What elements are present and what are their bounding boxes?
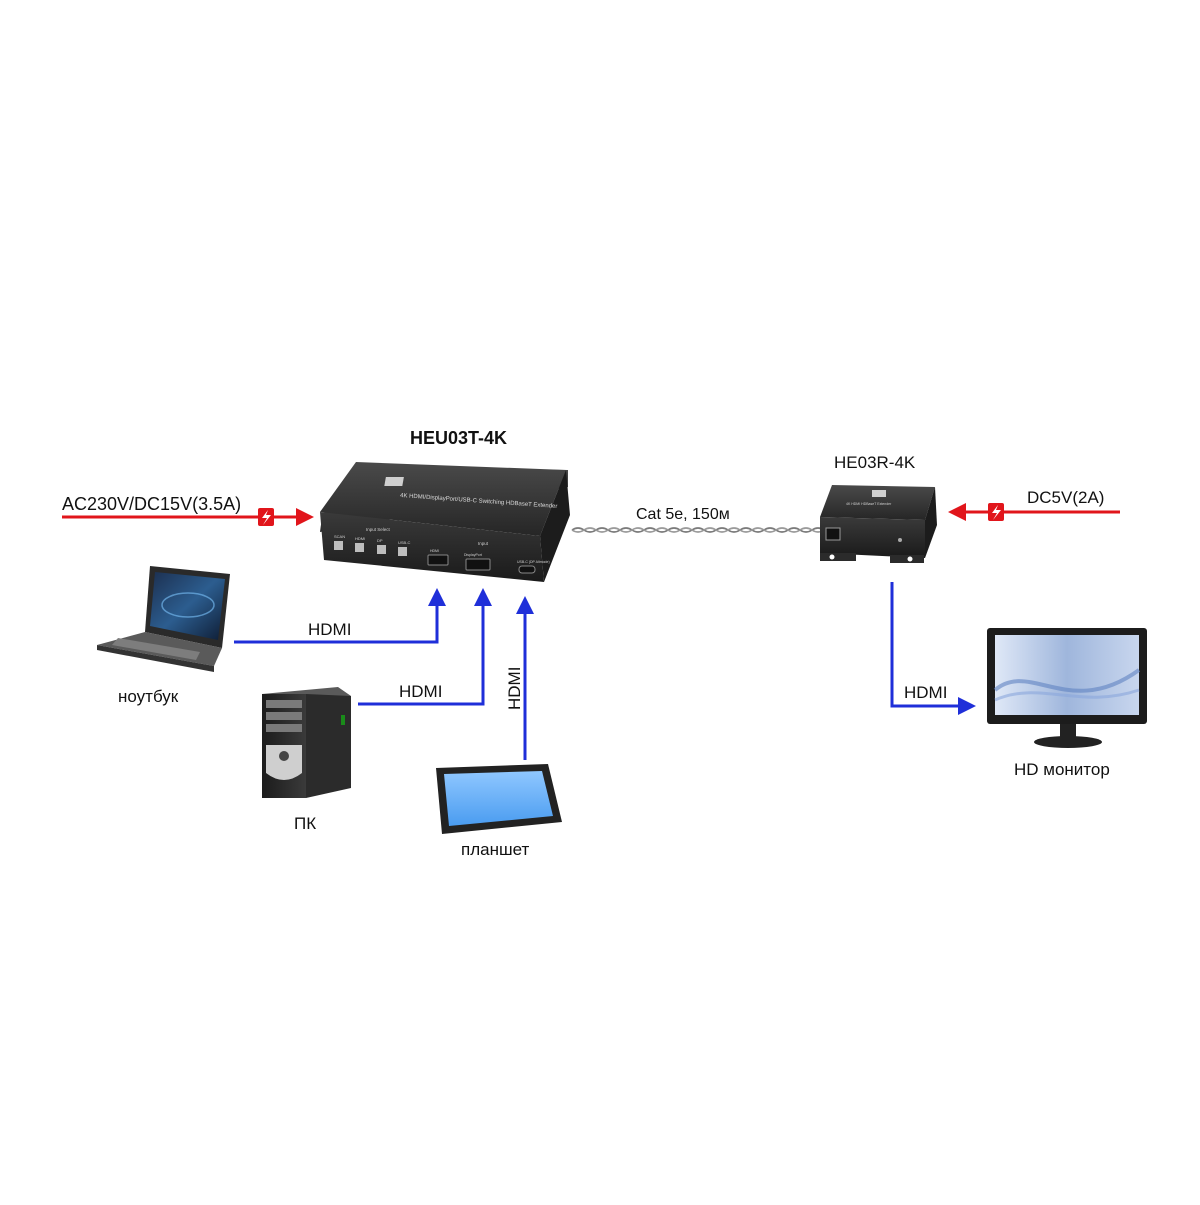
laptop-icon	[97, 566, 230, 672]
transmitter-power-line	[62, 508, 314, 526]
transmitter-port-label: DisplayPort	[464, 553, 482, 557]
transmitter-title: HEU03T-4K	[410, 428, 508, 448]
laptop-caption: ноутбук	[118, 687, 179, 706]
cable-label: Cat 5e, 150м	[636, 506, 730, 523]
lightning-icon	[258, 508, 274, 526]
monitor-hdmi-label: HDMI	[904, 683, 948, 702]
laptop-hdmi-label: HDMI	[308, 620, 352, 639]
receiver-panel-text: 4K HDMI HDBaseT Extender	[846, 502, 892, 506]
pc-hdmi-label: HDMI	[399, 682, 443, 701]
transmitter-button-label: SCAN	[334, 534, 345, 539]
receiver-power-line	[948, 503, 1120, 521]
hdmi-lines	[234, 582, 976, 760]
transmitter-button-label: HDMI	[355, 536, 365, 541]
tablet-icon	[436, 764, 562, 834]
transmitter-port-label: USB-C (DP Altmode)	[517, 560, 550, 564]
tablet-hdmi-label: HDMI	[505, 666, 524, 710]
transmitter-power-label: AC230V/DC15V(3.5A)	[62, 494, 242, 514]
monitor-icon	[987, 628, 1147, 748]
receiver-title: HE03R-4K	[834, 453, 916, 472]
transmitter-device: 4K HDMI/DisplayPort/USB-C Switching HDBa…	[320, 462, 570, 582]
monitor-caption: HD монитор	[1014, 760, 1110, 779]
pc-caption: ПК	[294, 814, 317, 833]
transmitter-button-label: USB-C	[398, 540, 411, 545]
tablet-caption: планшет	[461, 840, 530, 859]
receiver-device	[820, 485, 937, 563]
lightning-icon	[988, 503, 1004, 521]
transmitter-port-label: HDMI	[430, 549, 439, 553]
transmitter-buttons	[334, 541, 407, 556]
cat-cable	[571, 527, 837, 533]
pc-icon	[262, 687, 351, 798]
transmitter-ports	[427, 554, 536, 574]
transmitter-button-label: DP	[377, 538, 383, 543]
receiver-power-label: DC5V(2A)	[1027, 488, 1105, 507]
transmitter-input-select-label: Input Select	[366, 527, 391, 532]
transmitter-input-group-label: Input	[478, 541, 489, 546]
